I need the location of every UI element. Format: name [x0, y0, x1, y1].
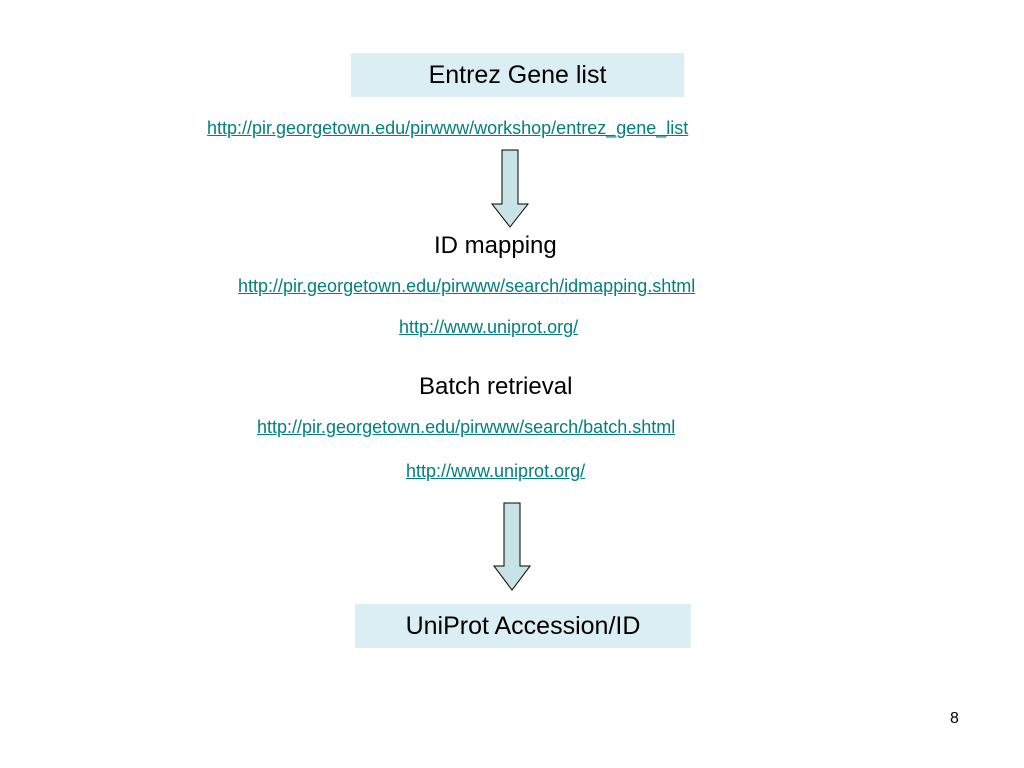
uniprot-link-batch-retrieval[interactable]: http://www.uniprot.org/	[406, 461, 586, 481]
entrez-gene-list-label: Entrez Gene list	[428, 60, 607, 89]
down-arrow-icon	[493, 502, 531, 591]
down-arrow-icon	[490, 149, 530, 228]
batch-retrieval-heading: Batch retrieval	[419, 373, 573, 400]
uniprot-accession-id-box: UniProt Accession/ID	[355, 604, 691, 648]
entrez-gene-list-link[interactable]: http://pir.georgetown.edu/pirwww/worksho…	[207, 118, 689, 138]
slide-number: 8	[950, 710, 959, 727]
entrez-gene-list-box: Entrez Gene list	[351, 53, 684, 97]
uniprot-accession-id-label: UniProt Accession/ID	[405, 611, 641, 640]
batch-link[interactable]: http://pir.georgetown.edu/pirwww/search/…	[257, 417, 676, 437]
idmapping-link[interactable]: http://pir.georgetown.edu/pirwww/search/…	[238, 276, 696, 296]
uniprot-link-id-mapping[interactable]: http://www.uniprot.org/	[399, 317, 579, 337]
id-mapping-heading: ID mapping	[434, 232, 557, 259]
